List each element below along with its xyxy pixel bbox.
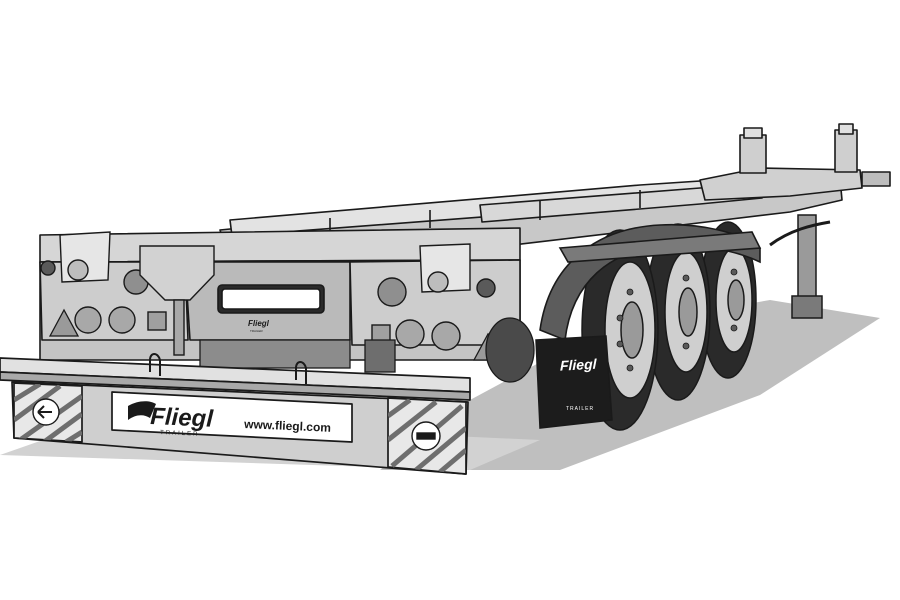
mudflap-brand: Fliegl [560, 356, 598, 374]
under-structure [199, 317, 535, 383]
rear-bumper-bar [0, 353, 471, 401]
fender [539, 223, 762, 342]
bumper-plate-brand-sub: TRAILER [160, 430, 200, 438]
mudflap-brand-sub: TRAILER [566, 406, 594, 412]
wheel-axle-2 [645, 223, 711, 401]
bumper-plate-brand: Fliegl [150, 403, 215, 433]
rear-panel-badge-brand: Fliegl [248, 319, 270, 328]
bumper-plate-url: www.fliegl.com [243, 417, 331, 435]
arrow-sign-icon [32, 398, 60, 426]
mudflap [535, 335, 613, 429]
rear-lights [74, 269, 461, 351]
rear-panel-badge-sub: TRAILER [250, 329, 264, 333]
lug-nuts [616, 268, 738, 372]
container-guide [139, 245, 215, 356]
twist-locks [40, 231, 496, 298]
logo-swoosh [128, 401, 156, 420]
hazard-stripes-right [388, 398, 466, 474]
no-entry-sign-icon [411, 421, 441, 451]
hazard-stripes [14, 383, 82, 442]
landing-gear [769, 214, 831, 319]
wheel-axle-3 [699, 221, 757, 379]
